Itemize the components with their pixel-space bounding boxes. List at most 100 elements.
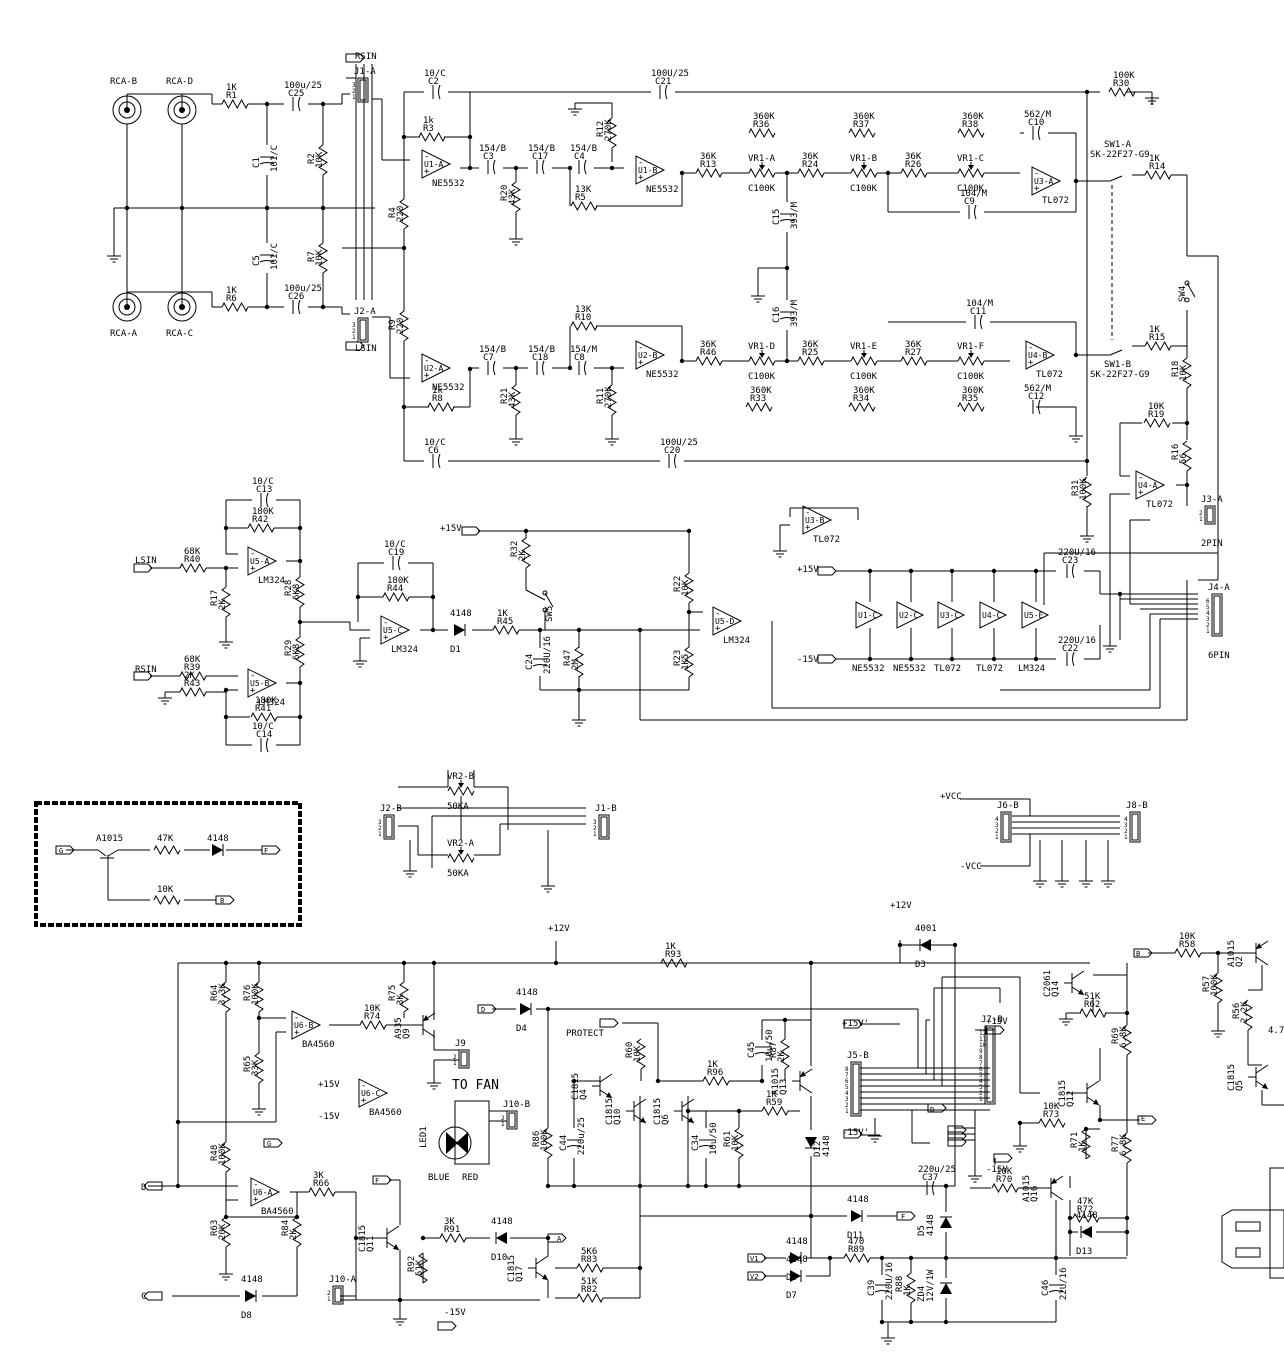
svg-text:36K: 36K	[905, 340, 922, 350]
svg-text:3: 3	[1124, 822, 1128, 829]
svg-text:20K: 20K	[218, 1223, 228, 1240]
svg-text:51K: 51K	[1084, 992, 1101, 1002]
svg-text:R28: R28	[284, 580, 294, 596]
svg-text:R72: R72	[1077, 1205, 1093, 1215]
net-flag	[817, 654, 837, 664]
svg-text:154/B: 154/B	[479, 144, 506, 154]
ground-symbol	[605, 433, 619, 446]
ground-symbol	[219, 636, 233, 649]
svg-text:C3: C3	[483, 152, 494, 162]
svg-text:-: -	[638, 158, 643, 168]
svg-text:100U/25: 100U/25	[651, 69, 689, 79]
svg-text:BA4560: BA4560	[369, 1108, 402, 1118]
ground-symbol	[881, 1332, 895, 1345]
svg-text:BA4560: BA4560	[261, 1207, 294, 1217]
svg-text:R47: R47	[563, 650, 573, 666]
rca-jack: RCA-B	[110, 77, 142, 125]
svg-text:U1-B: U1-B	[638, 166, 657, 175]
svg-text:154/M: 154/M	[570, 345, 598, 355]
svg-text:TL072: TL072	[1146, 500, 1173, 510]
label-m15v-j7: -15V	[986, 1165, 1008, 1175]
rca-jack: RCA-D	[166, 77, 197, 125]
svg-text:4: 4	[979, 1078, 983, 1085]
svg-text:5K6: 5K6	[581, 1247, 597, 1257]
svg-text:C100K: C100K	[957, 184, 985, 194]
svg-text:36K: 36K	[700, 152, 717, 162]
svg-text:RCA-A: RCA-A	[110, 329, 138, 339]
svg-text:-: -	[424, 356, 429, 366]
svg-text:3: 3	[979, 1084, 983, 1091]
svg-text:R40: R40	[184, 555, 200, 565]
svg-text:G: G	[59, 847, 63, 855]
svg-text:6: 6	[1206, 598, 1210, 605]
svg-text:V1: V1	[750, 1255, 758, 1263]
ground-symbol	[1055, 875, 1069, 888]
svg-text:R46: R46	[700, 348, 716, 358]
svg-text:10K: 10K	[731, 1134, 741, 1151]
capacitor: 104/MC9	[960, 189, 988, 220]
svg-text:R27: R27	[905, 348, 921, 358]
svg-text:100K: 100K	[1113, 71, 1135, 81]
svg-text:Q5: Q5	[1235, 1080, 1245, 1091]
svg-text:D: D	[930, 1106, 934, 1114]
svg-text:5: 5	[1206, 604, 1210, 611]
svg-text:104/M: 104/M	[966, 299, 994, 309]
net-tag-b-inset: B	[220, 897, 224, 905]
svg-text:360K: 360K	[853, 112, 875, 122]
svg-text:U2-A: U2-A	[424, 364, 443, 373]
svg-text:U5-C: U5-C	[383, 626, 402, 635]
capacitor: 154/BC4	[570, 144, 597, 175]
svg-text:36K: 36K	[700, 340, 717, 350]
svg-text:220u/25: 220u/25	[918, 1165, 956, 1175]
svg-text:100u/25: 100u/25	[284, 81, 322, 91]
svg-text:-: -	[638, 343, 643, 353]
svg-text:LM324: LM324	[258, 698, 285, 708]
svg-text:R76: R76	[243, 985, 253, 1001]
net-tag-f-right: F	[901, 1213, 905, 1221]
svg-text:+: +	[424, 371, 430, 381]
svg-text:10K: 10K	[633, 1045, 643, 1062]
svg-text:4148: 4148	[786, 1255, 808, 1265]
label-red: RED	[462, 1173, 478, 1183]
svg-text:R7: R7	[307, 251, 317, 262]
svg-text:104/M: 104/M	[960, 189, 988, 199]
svg-text:-: -	[250, 549, 255, 559]
svg-text:C7: C7	[483, 353, 494, 363]
inset-resistor-1-label: 47K	[157, 834, 174, 844]
push-switch	[542, 590, 554, 613]
svg-text:R70: R70	[996, 1175, 1012, 1185]
svg-text:R8: R8	[432, 394, 443, 404]
svg-text:100K: 100K	[218, 1143, 228, 1165]
svg-text:TL072: TL072	[813, 535, 840, 545]
svg-text:360K: 360K	[750, 386, 772, 396]
svg-text:4.7: 4.7	[1268, 1026, 1284, 1036]
svg-text:TL072: TL072	[1042, 196, 1069, 206]
svg-text:C2: C2	[428, 77, 439, 87]
